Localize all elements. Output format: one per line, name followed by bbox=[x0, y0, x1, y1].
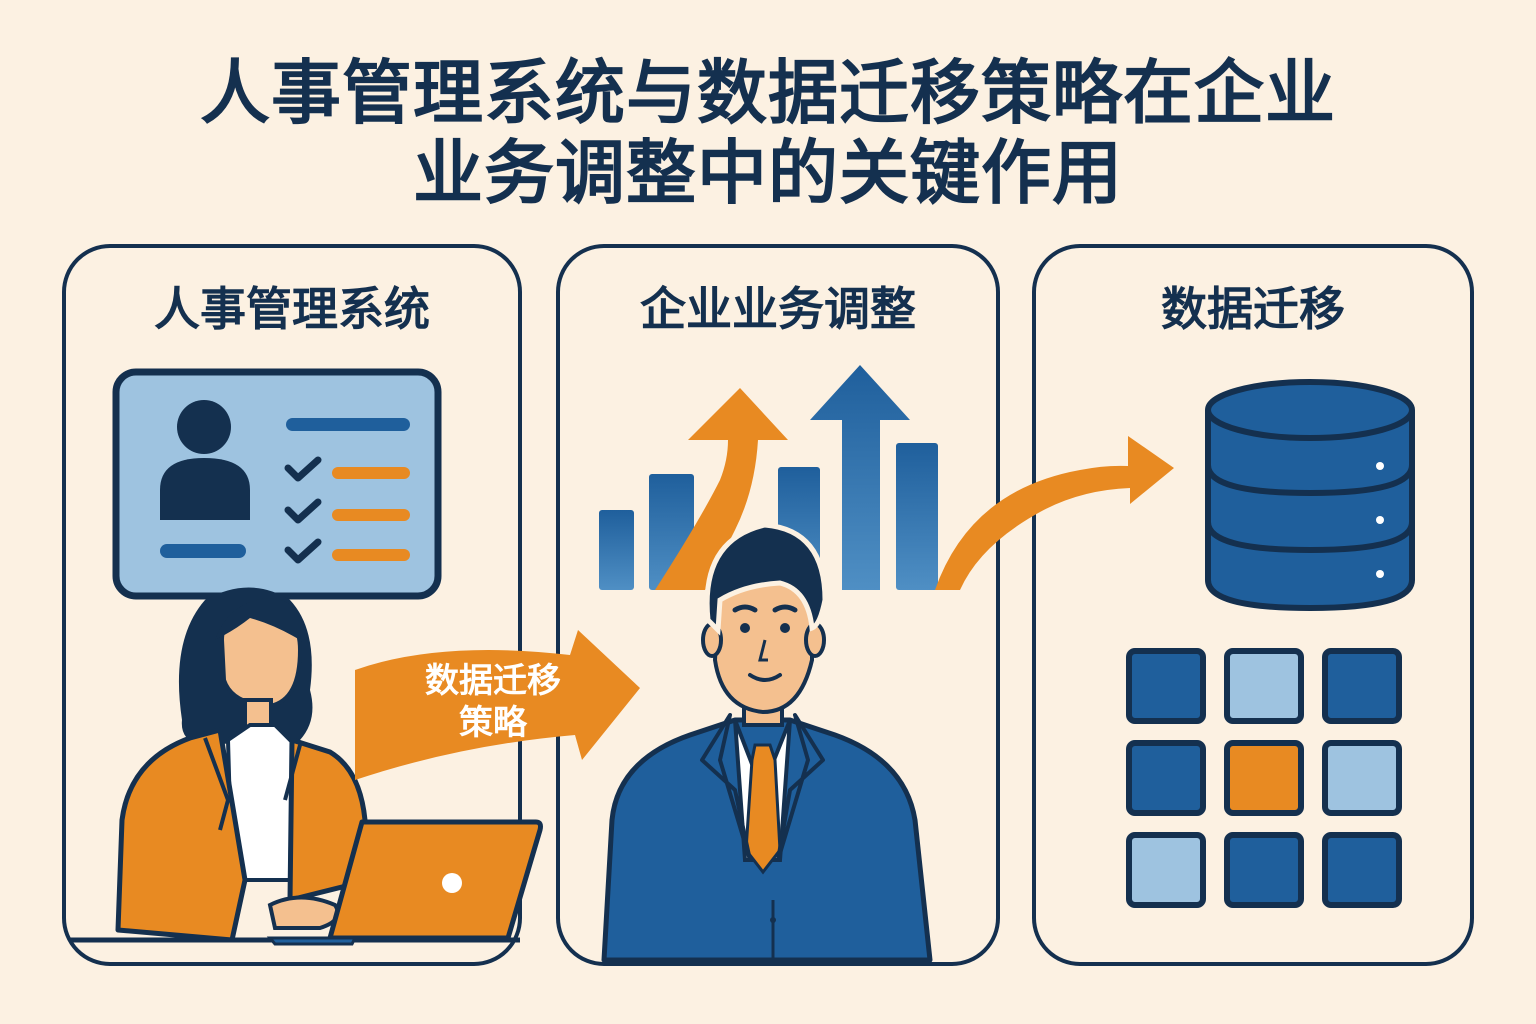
panel-title-data-migration: 数据迁移 bbox=[1161, 282, 1345, 336]
grid-cell bbox=[1322, 648, 1402, 724]
database-icon bbox=[1205, 379, 1415, 612]
woman-at-laptop-illustration bbox=[70, 587, 543, 946]
data-migration-strategy-arrow bbox=[355, 630, 640, 780]
ribbon-label-line-1: 数据迁移 bbox=[425, 661, 561, 701]
grid-cell bbox=[1224, 648, 1304, 724]
main-title-line-2: 业务调整中的关键作用 bbox=[413, 132, 1123, 214]
grid-cell bbox=[1224, 832, 1304, 908]
panel-title-business-adjustment: 企业业务调整 bbox=[640, 282, 916, 336]
grid-cell bbox=[1322, 832, 1402, 908]
data-grid-icon bbox=[1126, 648, 1404, 912]
grid-cell bbox=[1224, 740, 1304, 816]
panel-title-hr-system: 人事管理系统 bbox=[154, 282, 430, 336]
main-title-line-1: 人事管理系统与数据迁移策略在企业 bbox=[200, 52, 1336, 134]
ribbon-label-line-2: 策略 bbox=[459, 703, 527, 743]
businessman-illustration bbox=[601, 522, 933, 963]
ribbon-label: 数据迁移 策略 bbox=[398, 660, 588, 744]
grid-cell bbox=[1126, 740, 1206, 816]
grid-cell bbox=[1322, 740, 1402, 816]
grid-cell bbox=[1126, 832, 1206, 908]
migration-curved-arrow bbox=[935, 436, 1174, 590]
employee-profile-card-icon bbox=[112, 368, 442, 600]
grid-cell bbox=[1126, 648, 1206, 724]
